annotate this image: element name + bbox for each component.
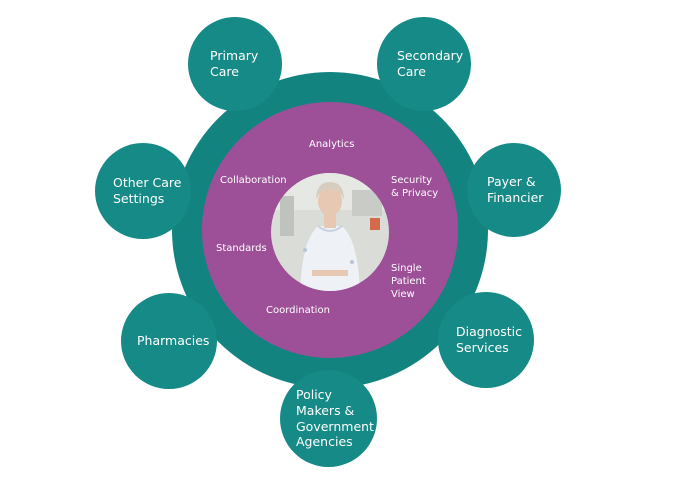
stakeholder-label: Pharmacies xyxy=(137,333,210,349)
stakeholder-other-care-settings: Other Care Settings xyxy=(95,143,191,239)
stakeholder-label: Policy Makers & Government Agencies xyxy=(296,387,374,450)
capability-collaboration: Collaboration xyxy=(220,175,287,186)
stakeholder-policy-makers: Policy Makers & Government Agencies xyxy=(280,370,377,467)
stakeholder-label: Diagnostic Services xyxy=(456,324,523,355)
stakeholder-secondary-care: Secondary Care xyxy=(377,17,471,111)
stakeholder-label: Payer & Financier xyxy=(487,174,544,205)
stakeholder-label: Other Care Settings xyxy=(113,175,182,206)
capability-security-privacy: Security & Privacy xyxy=(391,175,439,199)
stakeholder-payer-financier: Payer & Financier xyxy=(467,143,561,237)
stakeholder-diagnostic-services: Diagnostic Services xyxy=(438,292,534,388)
patient-photo xyxy=(271,173,389,291)
stakeholder-primary-care: Primary Care xyxy=(188,17,282,111)
stakeholder-label: Secondary Care xyxy=(397,48,464,79)
capability-standards: Standards xyxy=(216,243,267,254)
capability-coordination: Coordination xyxy=(266,305,330,316)
stakeholder-pharmacies: Pharmacies xyxy=(121,293,217,389)
capability-single-patient-view: Single Patient View xyxy=(391,263,426,300)
stakeholder-label: Primary Care xyxy=(210,48,259,79)
capability-analytics: Analytics xyxy=(309,139,355,150)
